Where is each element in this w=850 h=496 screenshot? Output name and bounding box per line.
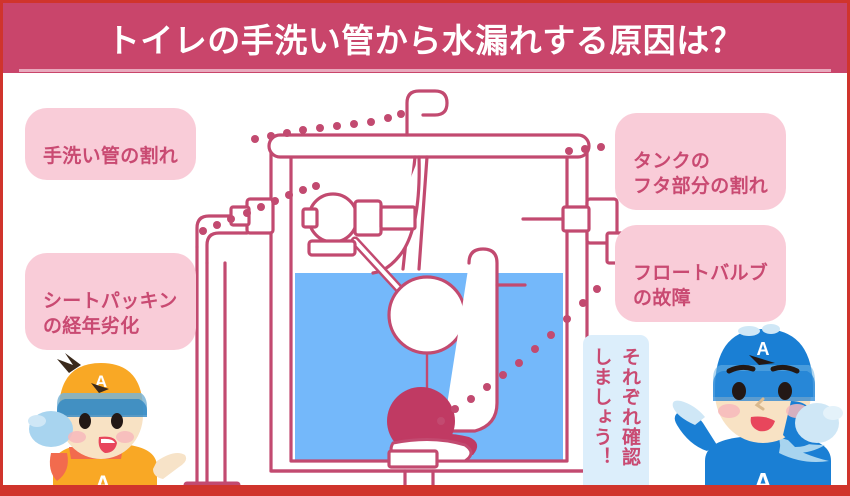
bottom-accent-band bbox=[3, 485, 847, 493]
callout-seat-packing-aging[interactable]: シートパッキン の経年劣化 bbox=[25, 253, 196, 351]
float-valve bbox=[387, 387, 478, 469]
float-ball bbox=[387, 275, 467, 355]
callout-label: タンクの フタ部分の割れ bbox=[633, 151, 769, 198]
tank-lid bbox=[267, 133, 591, 159]
note-text: それぞれ確認 しましょう！ bbox=[590, 347, 641, 467]
mascot-character-blue: A A bbox=[672, 324, 843, 493]
supply-inlet bbox=[195, 197, 275, 265]
page-title: トイレの手洗い管から水漏れする原因は？ bbox=[106, 22, 744, 59]
callout-handwash-pipe-crack[interactable]: 手洗い管の割れ bbox=[25, 108, 197, 181]
callout-float-valve-failure[interactable]: フロートバルブ の故障 bbox=[615, 225, 787, 323]
ball-cock-assembly bbox=[301, 192, 417, 296]
flush-lever bbox=[521, 197, 625, 265]
callout-label: 手洗い管の割れ bbox=[43, 146, 179, 168]
svg-text:A: A bbox=[757, 339, 770, 359]
note-speech-bubble: それぞれ確認 しましょう！ bbox=[583, 335, 649, 493]
header-divider bbox=[19, 69, 831, 72]
callout-tank-lid-crack[interactable]: タンクの フタ部分の割れ bbox=[615, 113, 787, 211]
callout-label: シートパッキン の経年劣化 bbox=[43, 291, 178, 338]
handwash-spout bbox=[405, 89, 449, 137]
illustration-stage: 手洗い管の割れ シートパッキン の経年劣化 タンクの フタ部分の割れ フロートバ… bbox=[3, 73, 847, 493]
mascot-character-orange: A A bbox=[28, 353, 187, 493]
callout-label: フロートバルブ の故障 bbox=[633, 263, 769, 310]
toilet-tank-diagram bbox=[183, 89, 625, 493]
spout-downpipe-b bbox=[417, 155, 429, 271]
header-banner: トイレの手洗い管から水漏れする原因は？ bbox=[3, 3, 847, 73]
